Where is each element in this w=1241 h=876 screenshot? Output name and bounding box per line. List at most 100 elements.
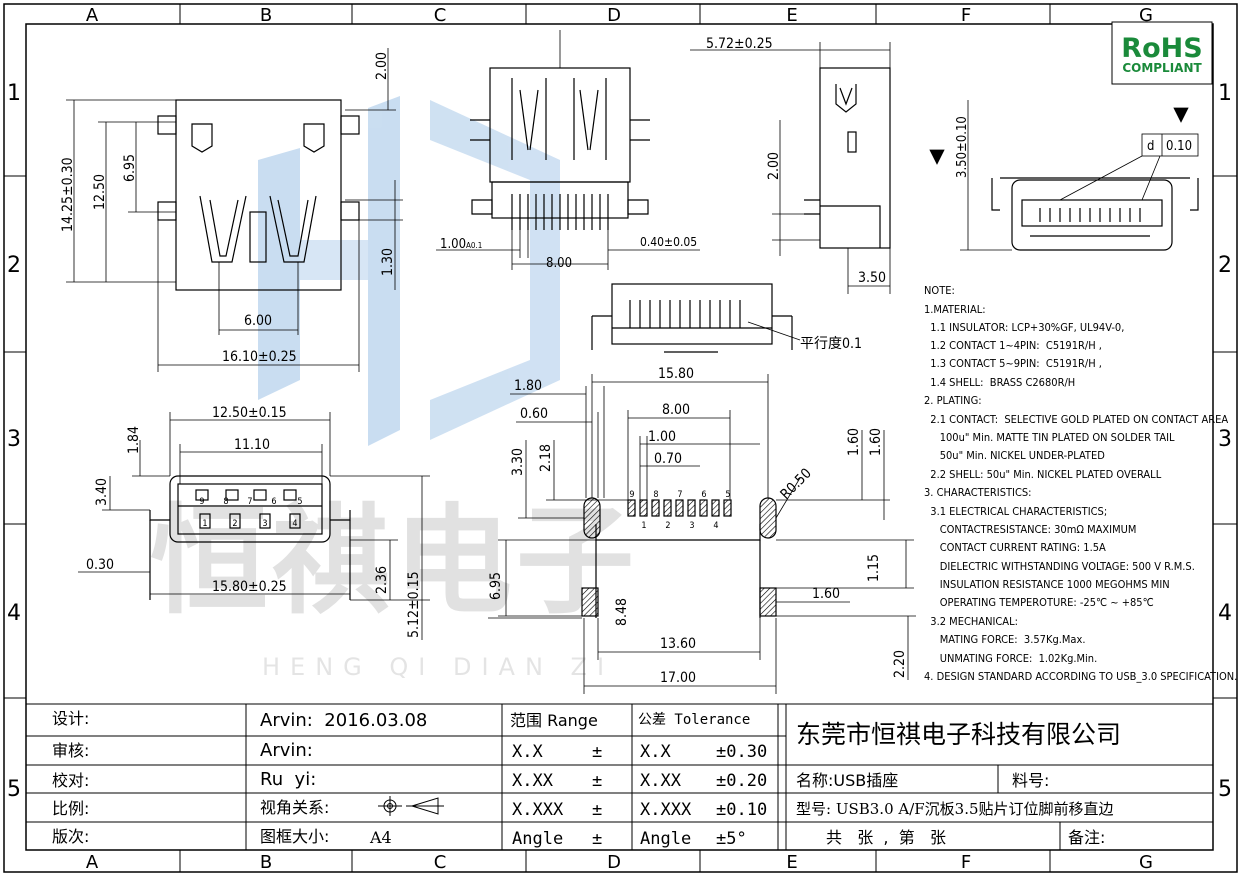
col-label-bottom: C — [434, 852, 447, 873]
pin-number: 2 — [232, 519, 237, 529]
col-label-bottom: D — [607, 852, 621, 873]
tolerance-header: 公差 Tolerance — [638, 712, 750, 728]
col-label-top: D — [607, 5, 621, 26]
dim-label: 15.80±0.25 — [212, 579, 287, 595]
front-top-view-dim-labels: 1.00 A0.1 8.00 0.40±0.05 — [440, 235, 697, 271]
pin-number: 1 — [641, 521, 646, 531]
notes-line: MATING FORCE: 3.57Kg.Max. — [924, 633, 1085, 646]
dim-label: 6.00 — [244, 313, 272, 329]
front-top-view-dimensions — [436, 30, 700, 270]
range-cell: ± — [592, 771, 602, 791]
product-name: 名称:USB插座 — [796, 771, 898, 790]
mouth-view-dim-labels: 12.50±0.15 11.10 1.84 3.40 0.30 15.80±0.… — [86, 405, 422, 638]
col-label-top: C — [434, 5, 447, 26]
review-value: Arvin: — [260, 740, 313, 761]
top-view-dim-labels: 14.25±0.30 12.50 6.95 2.00 1.30 6.00 16.… — [60, 52, 396, 365]
pin-number: 5 — [725, 490, 730, 500]
review-label: 审核: — [52, 741, 89, 760]
rohs-title: RoHS — [1121, 33, 1202, 64]
drawing-frame — [3, 3, 1238, 873]
dim-label: 2.36 — [374, 566, 390, 594]
tolerance-cell: X.XX — [640, 771, 682, 791]
notes-line: 3.2 MECHANICAL: — [924, 615, 1018, 628]
dim-label: R0.50 — [778, 465, 815, 502]
dim-label: 3.40 — [94, 478, 110, 506]
bottom-front-view-labels: 平行度0.1 — [800, 336, 862, 352]
notes-line: UNMATING FORCE: 1.02Kg.Min. — [924, 652, 1097, 665]
model-label: 型号: USB3.0 A/F沉板3.5贴片订位脚前移直边 — [796, 800, 1114, 818]
parallelism-note: 平行度0.1 — [800, 336, 862, 352]
rohs-badge: RoHS COMPLIANT — [1111, 21, 1213, 85]
design-label: 设计: — [52, 709, 89, 728]
row-label-left: 5 — [7, 777, 21, 802]
pin-number: 3 — [689, 521, 694, 531]
dim-label: 6.95 — [488, 572, 504, 600]
top-view-dimensions — [66, 48, 403, 372]
notes-line: CONTACTRESISTANCE: 30mΩ MAXIMUM — [924, 523, 1136, 536]
dim-label: 0.30 — [86, 557, 114, 573]
notes-line: 1.1 INSULATOR: LCP+30%GF, UL94V-0, — [924, 321, 1124, 334]
range-cell: X.X — [512, 742, 543, 762]
title-block-text: 设计: Arvin: 2016.03.08 审核: Arvin: 校对: Ru … — [52, 709, 1121, 849]
dim-label: 1.60 — [812, 586, 840, 602]
range-cell: X.XXX — [512, 800, 564, 820]
side-view-dimensions — [690, 42, 891, 294]
dim-label: 17.00 — [660, 670, 696, 686]
tolerance-cell: X.XXX — [640, 800, 692, 820]
dim-label: 6.95 — [122, 154, 138, 182]
sheet-label: 共 张 , 第 张 — [826, 828, 946, 847]
notes-line: 100u" Min. MATTE TIN PLATED ON SOLDER TA… — [924, 431, 1175, 444]
scale-label: 比例: — [52, 799, 89, 818]
dim-label: 0.10 — [1166, 139, 1192, 154]
dim-label: 0.40±0.05 — [640, 235, 697, 249]
footprint-dimensions — [488, 374, 916, 694]
col-label-top: B — [260, 5, 272, 26]
mouth-view-pin-labels: 9 8 7 6 5 1 2 3 4 — [199, 497, 302, 529]
dim-label: 8.00 — [546, 256, 572, 271]
dim-label: 1.60 — [868, 428, 884, 456]
pin-number: 4 — [713, 521, 718, 531]
row-label-right: 1 — [1218, 81, 1232, 106]
pin-number: 8 — [223, 497, 228, 507]
dim-label: 8.48 — [614, 598, 630, 626]
col-label-bottom: F — [961, 852, 971, 873]
notes-line: 1.3 CONTACT 5~9PIN: C5191R/H , — [924, 357, 1102, 370]
notes-line: INSULATION RESISTANCE 1000 MEGOHMS MIN — [924, 578, 1170, 591]
notes-line: 2.2 SHELL: 50u" Min. NICKEL PLATED OVERA… — [924, 468, 1162, 481]
rohs-subtitle: COMPLIANT — [1122, 61, 1202, 75]
col-label-top: F — [961, 5, 971, 26]
pin-number: 1 — [202, 519, 207, 529]
datum-letter: d — [1147, 139, 1154, 154]
notes-line: CONTACT CURRENT RATING: 1.5A — [924, 541, 1106, 554]
pin-number: 6 — [271, 497, 276, 507]
frame-size: A4 — [369, 828, 392, 847]
col-label-top: G — [1139, 5, 1153, 26]
pin-number: 9 — [199, 497, 204, 507]
dim-label: 12.50±0.15 — [212, 405, 287, 421]
tolerance-cell: ±0.20 — [716, 771, 767, 791]
pin-number: 8 — [653, 490, 658, 500]
dim-label: 13.60 — [660, 636, 696, 652]
range-cell: ± — [592, 829, 602, 849]
col-label-bottom: A — [86, 852, 99, 873]
notes-block: NOTE: 1.MATERIAL: 1.1 INSULATOR: LCP+30%… — [924, 284, 1237, 683]
watermark-logo — [430, 100, 560, 440]
dim-label: 1.00 — [440, 237, 466, 252]
col-label-bottom: E — [786, 852, 797, 873]
pin-number: 6 — [701, 490, 706, 500]
notes-line: OPERATING TEMPEROTURE: -25℃ ~ +85℃ — [924, 596, 1154, 609]
mouth-view-dimensions — [78, 412, 430, 640]
range-cell: X.XX — [512, 771, 554, 791]
row-label-right: 5 — [1218, 777, 1232, 802]
notes-line: 1.MATERIAL: — [924, 303, 986, 316]
right-view — [991, 177, 1199, 251]
dim-label: 3.50 — [858, 270, 886, 286]
footprint-pin-labels: 9 8 7 6 5 1 2 3 4 — [629, 490, 730, 531]
part-number-label: 料号: — [1012, 771, 1049, 790]
row-label-left: 1 — [7, 81, 21, 106]
watermark-pinyin: HENG QI DIAN ZI — [262, 653, 614, 681]
right-view-dim-labels: 3.50±0.10 d 0.10 — [955, 116, 1192, 178]
watermark-text: 恒祺电子 — [150, 491, 638, 630]
col-label-top: A — [86, 5, 99, 26]
